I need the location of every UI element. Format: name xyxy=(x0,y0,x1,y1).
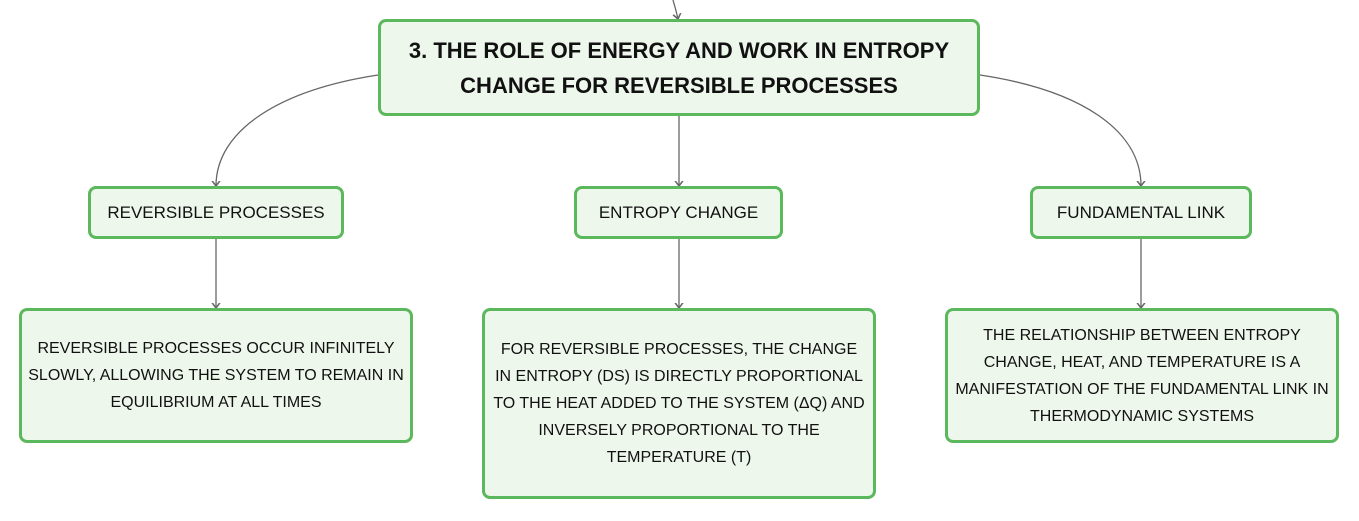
branch-label-fundamental-link: FUNDAMENTAL LINK xyxy=(1056,202,1226,222)
connector-root-to-fundamental xyxy=(979,74,1141,186)
detail-text-reversible-processes: REVERSIBLE PROCESSES OCCUR INFINITELY SL… xyxy=(28,340,404,411)
detail-node-fundamental-link[interactable]: THE RELATIONSHIP BETWEEN ENTROPY CHANGE,… xyxy=(945,308,1339,443)
detail-text-entropy-change: FOR REVERSIBLE PROCESSES, THE CHANGE IN … xyxy=(493,341,865,466)
detail-node-reversible-processes[interactable]: REVERSIBLE PROCESSES OCCUR INFINITELY SL… xyxy=(19,308,413,443)
detail-text-fundamental-link: THE RELATIONSHIP BETWEEN ENTROPY CHANGE,… xyxy=(955,326,1329,425)
connector-parent-to-root xyxy=(672,0,678,19)
branch-label-entropy-change: ENTROPY CHANGE xyxy=(598,202,759,222)
root-topic-node[interactable]: 3. THE ROLE OF ENERGY AND WORK IN ENTROP… xyxy=(378,19,980,116)
branch-node-fundamental-link[interactable]: FUNDAMENTAL LINK xyxy=(1030,186,1252,239)
branch-node-entropy-change[interactable]: ENTROPY CHANGE xyxy=(574,186,783,239)
branch-label-reversible-processes: REVERSIBLE PROCESSES xyxy=(107,202,325,222)
branch-node-reversible-processes[interactable]: REVERSIBLE PROCESSES xyxy=(88,186,344,239)
detail-node-entropy-change[interactable]: FOR REVERSIBLE PROCESSES, THE CHANGE IN … xyxy=(482,308,876,499)
connector-root-to-reversible xyxy=(216,74,379,186)
root-topic-title: 3. THE ROLE OF ENERGY AND WORK IN ENTROP… xyxy=(408,37,950,98)
